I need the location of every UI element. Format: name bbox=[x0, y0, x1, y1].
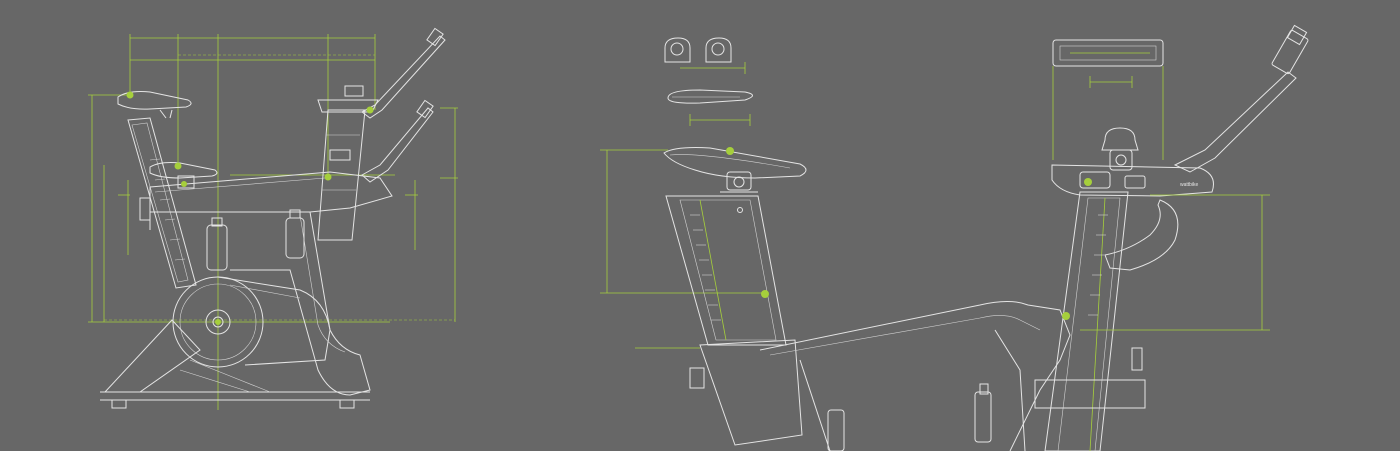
full-bike-side-view bbox=[88, 27, 458, 410]
bar-height-dimension bbox=[1080, 194, 1270, 331]
seat-post-zoomed bbox=[665, 195, 803, 446]
saddle-top-view bbox=[667, 89, 753, 126]
handlebars bbox=[361, 27, 446, 183]
handlebar-zoomed: wattbike bbox=[1051, 24, 1309, 271]
flywheel bbox=[172, 276, 331, 368]
fit-markers bbox=[126, 91, 374, 325]
main-frame-zoomed bbox=[759, 301, 1071, 451]
seat-post bbox=[127, 117, 197, 289]
cleat-details bbox=[664, 37, 746, 74]
brand-label: wattbike bbox=[1180, 182, 1199, 188]
saddle-side-view bbox=[663, 147, 807, 193]
saddle-positions bbox=[117, 91, 218, 189]
front-post-zoomed bbox=[1034, 191, 1146, 451]
console-unit bbox=[1052, 39, 1164, 171]
bike-base bbox=[100, 319, 370, 409]
dimension-lines bbox=[88, 34, 458, 410]
zoomed-detail-view: wattbike bbox=[600, 24, 1309, 451]
seat-height-dimension bbox=[600, 149, 765, 349]
fit-markers-zoomed bbox=[726, 147, 1092, 320]
water-bottles bbox=[139, 197, 305, 271]
